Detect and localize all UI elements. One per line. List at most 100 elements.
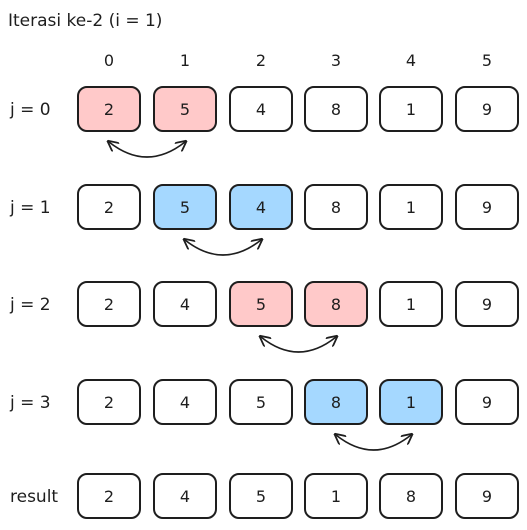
index-label: 3	[331, 51, 341, 70]
array-cell: 2	[77, 184, 141, 230]
cell-value: 5	[180, 100, 190, 119]
array-cell: 5	[229, 379, 293, 425]
cell-box	[77, 86, 141, 132]
cell-box	[153, 86, 217, 132]
cell-value: 9	[482, 100, 492, 119]
cell-value: 4	[256, 198, 266, 217]
array-cell: 4	[153, 379, 217, 425]
cell-box	[229, 281, 293, 327]
cell-value: 8	[331, 295, 341, 314]
cell-box	[229, 184, 293, 230]
array-cell: 1	[304, 473, 368, 519]
cell-value: 4	[180, 393, 190, 412]
cell-value: 4	[256, 100, 266, 119]
row-label: j = 0	[9, 100, 51, 120]
cell-value: 2	[104, 100, 114, 119]
index-label: 2	[256, 51, 266, 70]
cell-box	[153, 379, 217, 425]
row-label: j = 2	[9, 295, 51, 315]
array-cell: 2	[77, 281, 141, 327]
cell-value: 5	[256, 487, 266, 506]
row-label: result	[10, 487, 58, 507]
cell-box	[153, 473, 217, 519]
cell-box	[77, 281, 141, 327]
cell-value: 5	[256, 295, 266, 314]
row-label: j = 1	[9, 198, 51, 218]
array-cell: 1	[379, 184, 443, 230]
cell-value: 9	[482, 487, 492, 506]
cell-value: 2	[104, 198, 114, 217]
array-cell: 1	[379, 86, 443, 132]
cell-value: 9	[482, 393, 492, 412]
cell-box	[77, 473, 141, 519]
cell-box	[455, 379, 519, 425]
cell-box	[379, 379, 443, 425]
array-cell: 9	[455, 86, 519, 132]
cell-box	[229, 86, 293, 132]
cell-box	[304, 473, 368, 519]
array-cell: 8	[304, 379, 368, 425]
cell-value: 5	[180, 198, 190, 217]
cell-value: 4	[180, 295, 190, 314]
array-cell: 8	[304, 281, 368, 327]
cell-box	[455, 281, 519, 327]
array-cell: 5	[229, 281, 293, 327]
row-0: j = 0 2 5 4 8 1 9	[9, 86, 519, 158]
array-cell: 5	[153, 184, 217, 230]
cell-value: 4	[180, 487, 190, 506]
array-cell: 2	[77, 86, 141, 132]
swap-arrow	[185, 240, 261, 256]
index-header: 0 1 2 3 4 5	[104, 51, 492, 70]
array-cell: 2	[77, 473, 141, 519]
cell-value: 9	[482, 295, 492, 314]
cell-value: 1	[406, 295, 416, 314]
row-4: result 2 4 5 1 8 9	[10, 473, 519, 519]
swap-arrow	[336, 435, 411, 451]
cell-value: 5	[256, 393, 266, 412]
index-label: 5	[482, 51, 492, 70]
cell-box	[77, 379, 141, 425]
cell-box	[455, 86, 519, 132]
cell-value: 2	[104, 487, 114, 506]
cell-box	[304, 281, 368, 327]
array-cell: 2	[77, 379, 141, 425]
diagram-title: Iterasi ke-2 (i = 1)	[8, 11, 162, 31]
array-cell: 4	[229, 184, 293, 230]
index-label: 0	[104, 51, 114, 70]
cell-box	[153, 184, 217, 230]
cell-box	[304, 86, 368, 132]
cell-box	[304, 379, 368, 425]
cell-box	[77, 184, 141, 230]
cell-value: 2	[104, 295, 114, 314]
cell-value: 1	[406, 393, 416, 412]
cell-box	[379, 473, 443, 519]
array-cell: 1	[379, 281, 443, 327]
cell-box	[379, 184, 443, 230]
swap-arrow	[261, 337, 336, 353]
cell-box	[455, 473, 519, 519]
index-label: 1	[180, 51, 190, 70]
cell-box	[379, 281, 443, 327]
cell-value: 1	[331, 487, 341, 506]
array-cell: 9	[455, 379, 519, 425]
array-cell: 4	[153, 473, 217, 519]
cell-value: 8	[406, 487, 416, 506]
cell-value: 8	[331, 100, 341, 119]
cell-box	[229, 379, 293, 425]
array-cell: 4	[229, 86, 293, 132]
array-cell: 8	[304, 184, 368, 230]
index-label: 4	[406, 51, 416, 70]
swap-arrow	[109, 142, 185, 158]
cell-value: 9	[482, 198, 492, 217]
array-cell: 5	[153, 86, 217, 132]
array-cell: 8	[304, 86, 368, 132]
cell-box	[229, 473, 293, 519]
array-cell: 5	[229, 473, 293, 519]
row-label: j = 3	[9, 393, 51, 413]
array-cell: 9	[455, 184, 519, 230]
cell-value: 2	[104, 393, 114, 412]
